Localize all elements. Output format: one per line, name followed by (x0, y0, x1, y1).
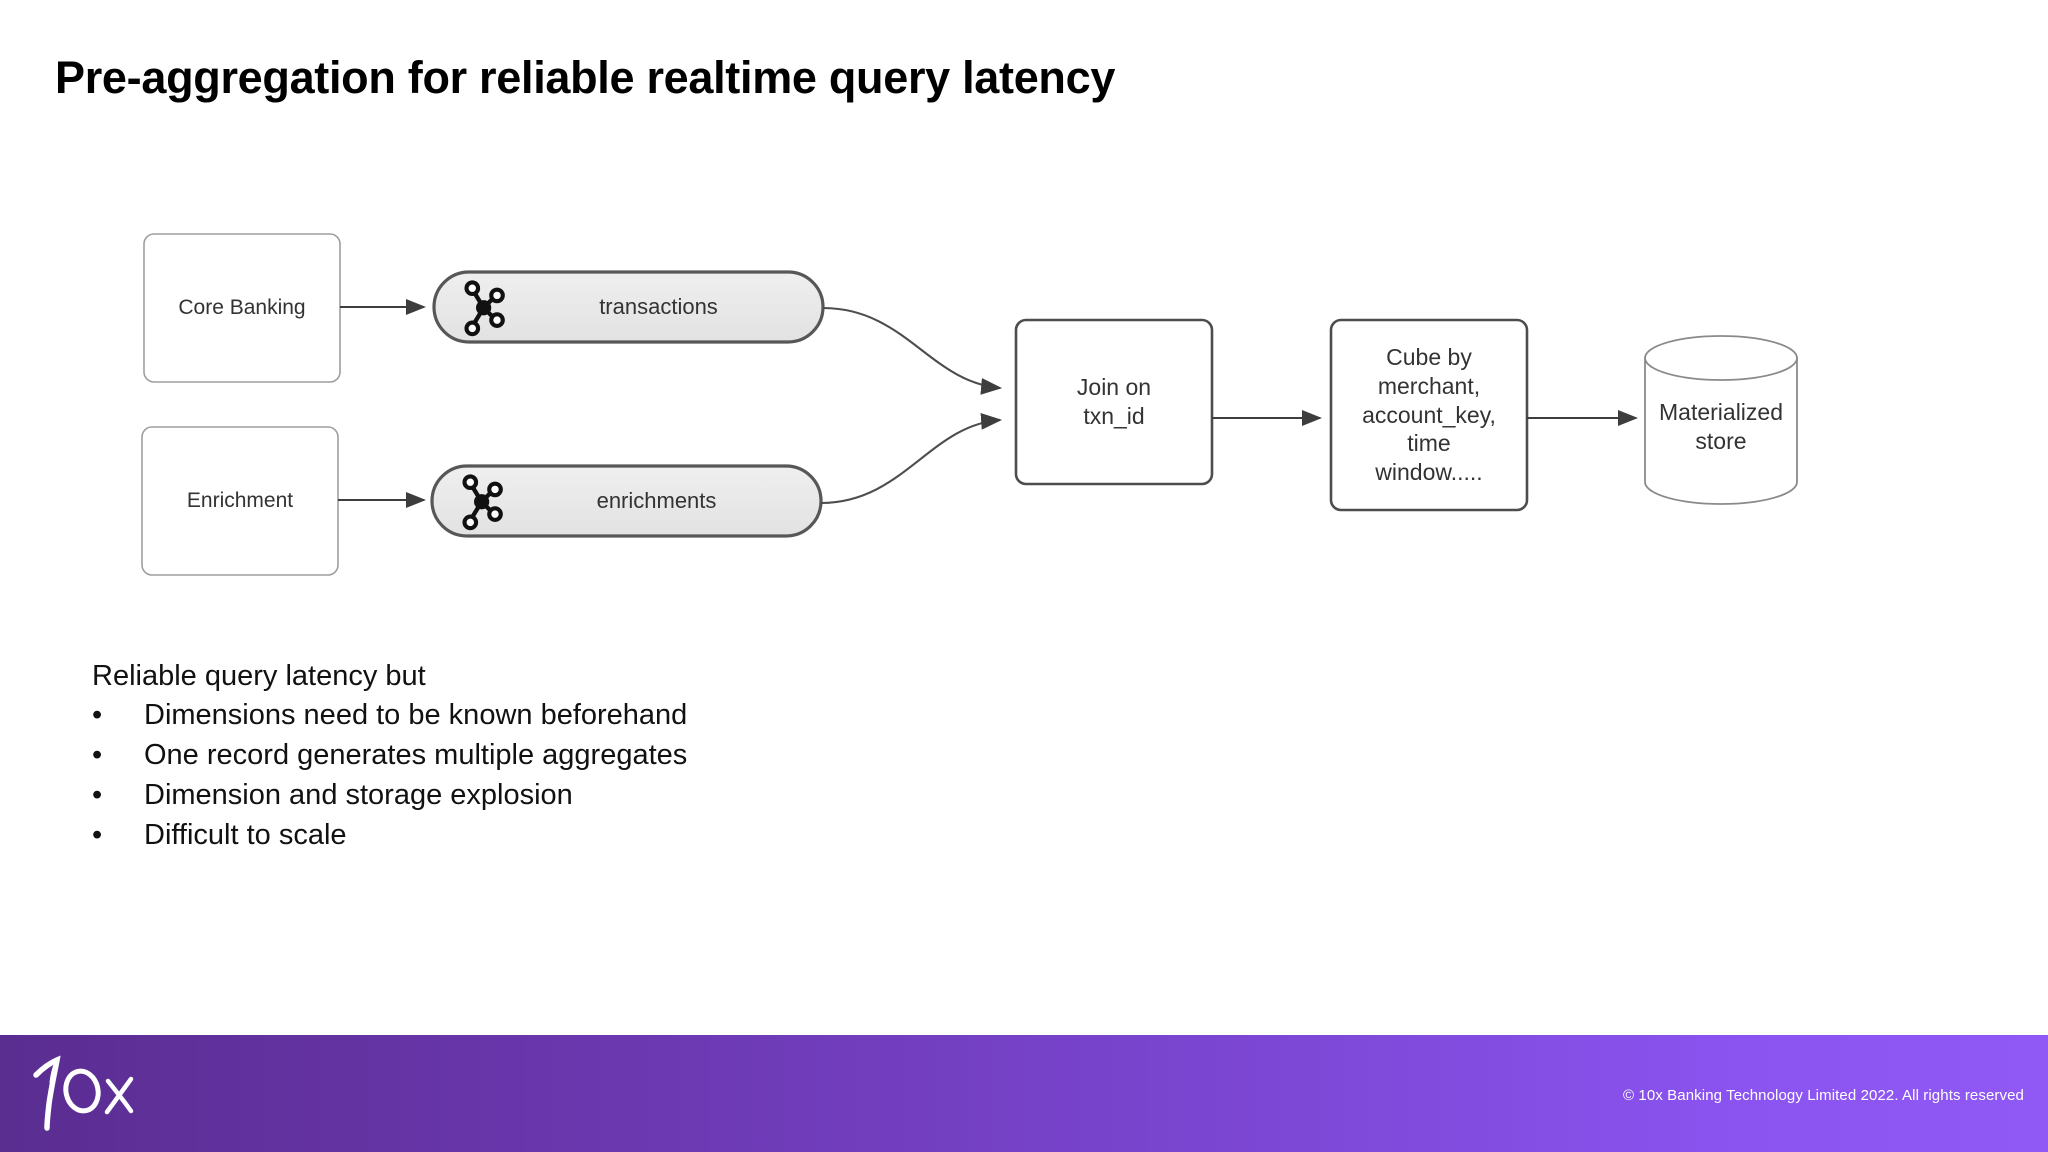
node-join-label: Join on txn_id (1016, 320, 1212, 484)
connector-transactions-to-join (822, 306, 1003, 395)
list-item-label: Dimensions need to be known beforehand (144, 699, 688, 731)
node-materialized-store (1644, 335, 1798, 505)
node-materialized-store-label: Materialized store (1640, 372, 1802, 482)
page-title: Pre-aggregation for reliable realtime qu… (55, 52, 1116, 103)
node-store-line2: store (1695, 428, 1747, 454)
node-cube-line3: account_key, (1362, 401, 1496, 428)
node-core-banking (143, 233, 341, 383)
node-enrichments-topic (430, 464, 823, 538)
footer-bar: © 10x Banking Technology Limited 2022. A… (0, 1035, 2048, 1152)
copyright-text: © 10x Banking Technology Limited 2022. A… (1623, 1087, 2024, 1104)
bullet-marker: • (92, 819, 103, 851)
list-item-label: One record generates multiple aggregates (144, 739, 688, 771)
kafka-icon (462, 474, 503, 531)
list-item: • One record generates multiple aggregat… (92, 741, 687, 770)
list-item-label: Difficult to scale (144, 819, 347, 851)
notes-intro: Reliable query latency but (92, 660, 426, 692)
node-cube (1329, 318, 1529, 512)
node-enrichment (141, 426, 339, 576)
list-item: • Difficult to scale (92, 821, 687, 850)
list-item: • Dimension and storage explosion (92, 781, 687, 810)
node-join (1014, 318, 1214, 486)
node-core-banking-label: Core Banking (178, 295, 306, 319)
node-cube-line5: window..... (1375, 459, 1483, 486)
node-join-line2: txn_id (1083, 403, 1145, 429)
node-transactions-label: transactions (599, 294, 718, 320)
node-enrichment-label: Enrichment (186, 488, 294, 512)
tenx-logo (33, 1055, 134, 1131)
notes-block: Reliable query latency but • Dimensions … (92, 662, 687, 861)
node-cube-line1: Cube by (1386, 344, 1472, 371)
list-item-label: Dimension and storage explosion (144, 779, 573, 811)
node-cube-line4: time (1407, 430, 1451, 457)
bullet-marker: • (92, 699, 103, 731)
node-cube-label: Cube by merchant, account_key, time wind… (1331, 320, 1527, 510)
notes-list: • Dimensions need to be known beforehand… (92, 701, 687, 850)
node-store-line1: Materialized (1659, 399, 1783, 426)
node-join-line1: Join on (1076, 374, 1152, 401)
bullet-marker: • (92, 779, 103, 811)
bullet-marker: • (92, 739, 103, 771)
node-cube-line2: merchant, (1377, 372, 1481, 399)
node-transactions-topic (432, 270, 825, 344)
list-item: • Dimensions need to be known beforehand (92, 701, 687, 730)
kafka-icon (464, 280, 505, 337)
node-enrichments-label: enrichments (596, 488, 717, 514)
connector-enrichments-to-join (820, 412, 1003, 505)
